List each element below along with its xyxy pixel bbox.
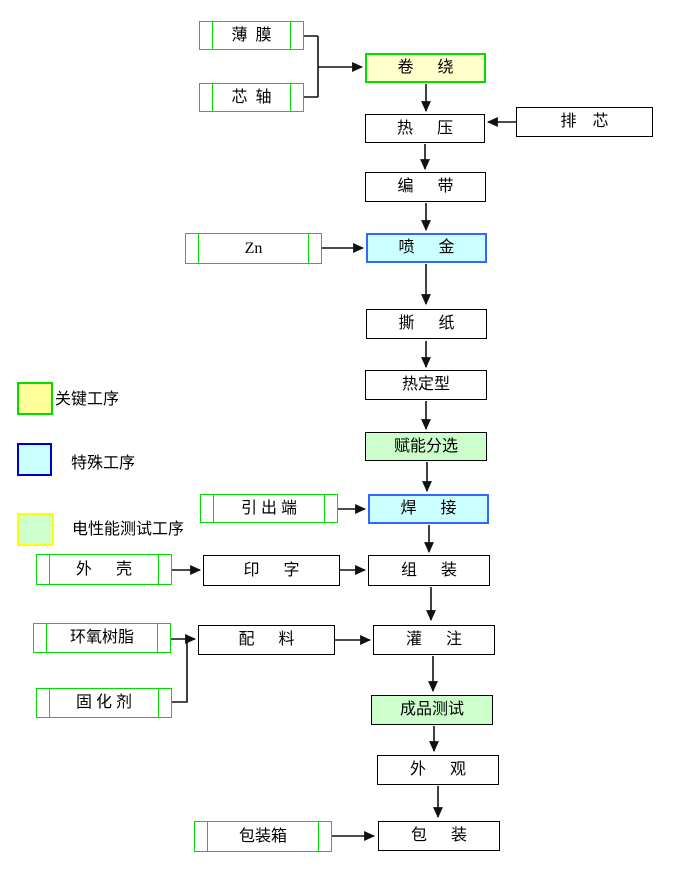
legend-special-process-swatch bbox=[17, 443, 52, 476]
node-metal-spraying: 喷 金 bbox=[366, 233, 487, 263]
node-shell: 外 壳 bbox=[36, 554, 172, 585]
node-appearance: 外 观 bbox=[377, 755, 499, 785]
node-core-shaft: 芯 轴 bbox=[199, 83, 304, 112]
node-packing-box: 包装箱 bbox=[194, 821, 332, 852]
node-winding: 卷 绕 bbox=[365, 53, 486, 83]
legend-etest-label: 电性能测试工序 bbox=[72, 521, 185, 538]
legend-special-process-label: 特殊工序 bbox=[71, 455, 136, 472]
node-compounding: 配 料 bbox=[198, 625, 335, 655]
node-epoxy-resin: 环氧树脂 bbox=[33, 623, 171, 653]
legend-etest-swatch bbox=[17, 513, 54, 546]
node-final-test: 成品测试 bbox=[371, 695, 493, 725]
node-packing: 包 装 bbox=[378, 821, 500, 851]
node-zn: Zn bbox=[185, 233, 322, 264]
node-lead-terminal: 引 出 端 bbox=[200, 494, 338, 523]
node-welding: 焊 接 bbox=[368, 494, 489, 524]
legend-key-process-swatch bbox=[17, 382, 53, 415]
node-printing: 印 字 bbox=[203, 555, 340, 586]
node-potting: 灌 注 bbox=[373, 625, 495, 655]
node-film: 薄 膜 bbox=[199, 21, 304, 50]
legend-key-process-label: 关键工序 bbox=[55, 391, 120, 408]
node-heat-setting: 热定型 bbox=[365, 370, 487, 400]
node-hot-pressing: 热 压 bbox=[365, 114, 485, 143]
node-paper-tearing: 撕 纸 bbox=[366, 309, 487, 339]
node-taping: 编 带 bbox=[365, 172, 486, 202]
node-energizing-sorting: 赋能分选 bbox=[365, 432, 487, 461]
connector-film-coreshaft-bracket bbox=[304, 35, 319, 98]
connector-curingagent-elbow bbox=[172, 641, 188, 703]
node-core-arranging: 排 芯 bbox=[516, 107, 653, 137]
node-assembly: 组 装 bbox=[368, 555, 490, 586]
node-curing-agent: 固 化 剂 bbox=[36, 688, 172, 718]
